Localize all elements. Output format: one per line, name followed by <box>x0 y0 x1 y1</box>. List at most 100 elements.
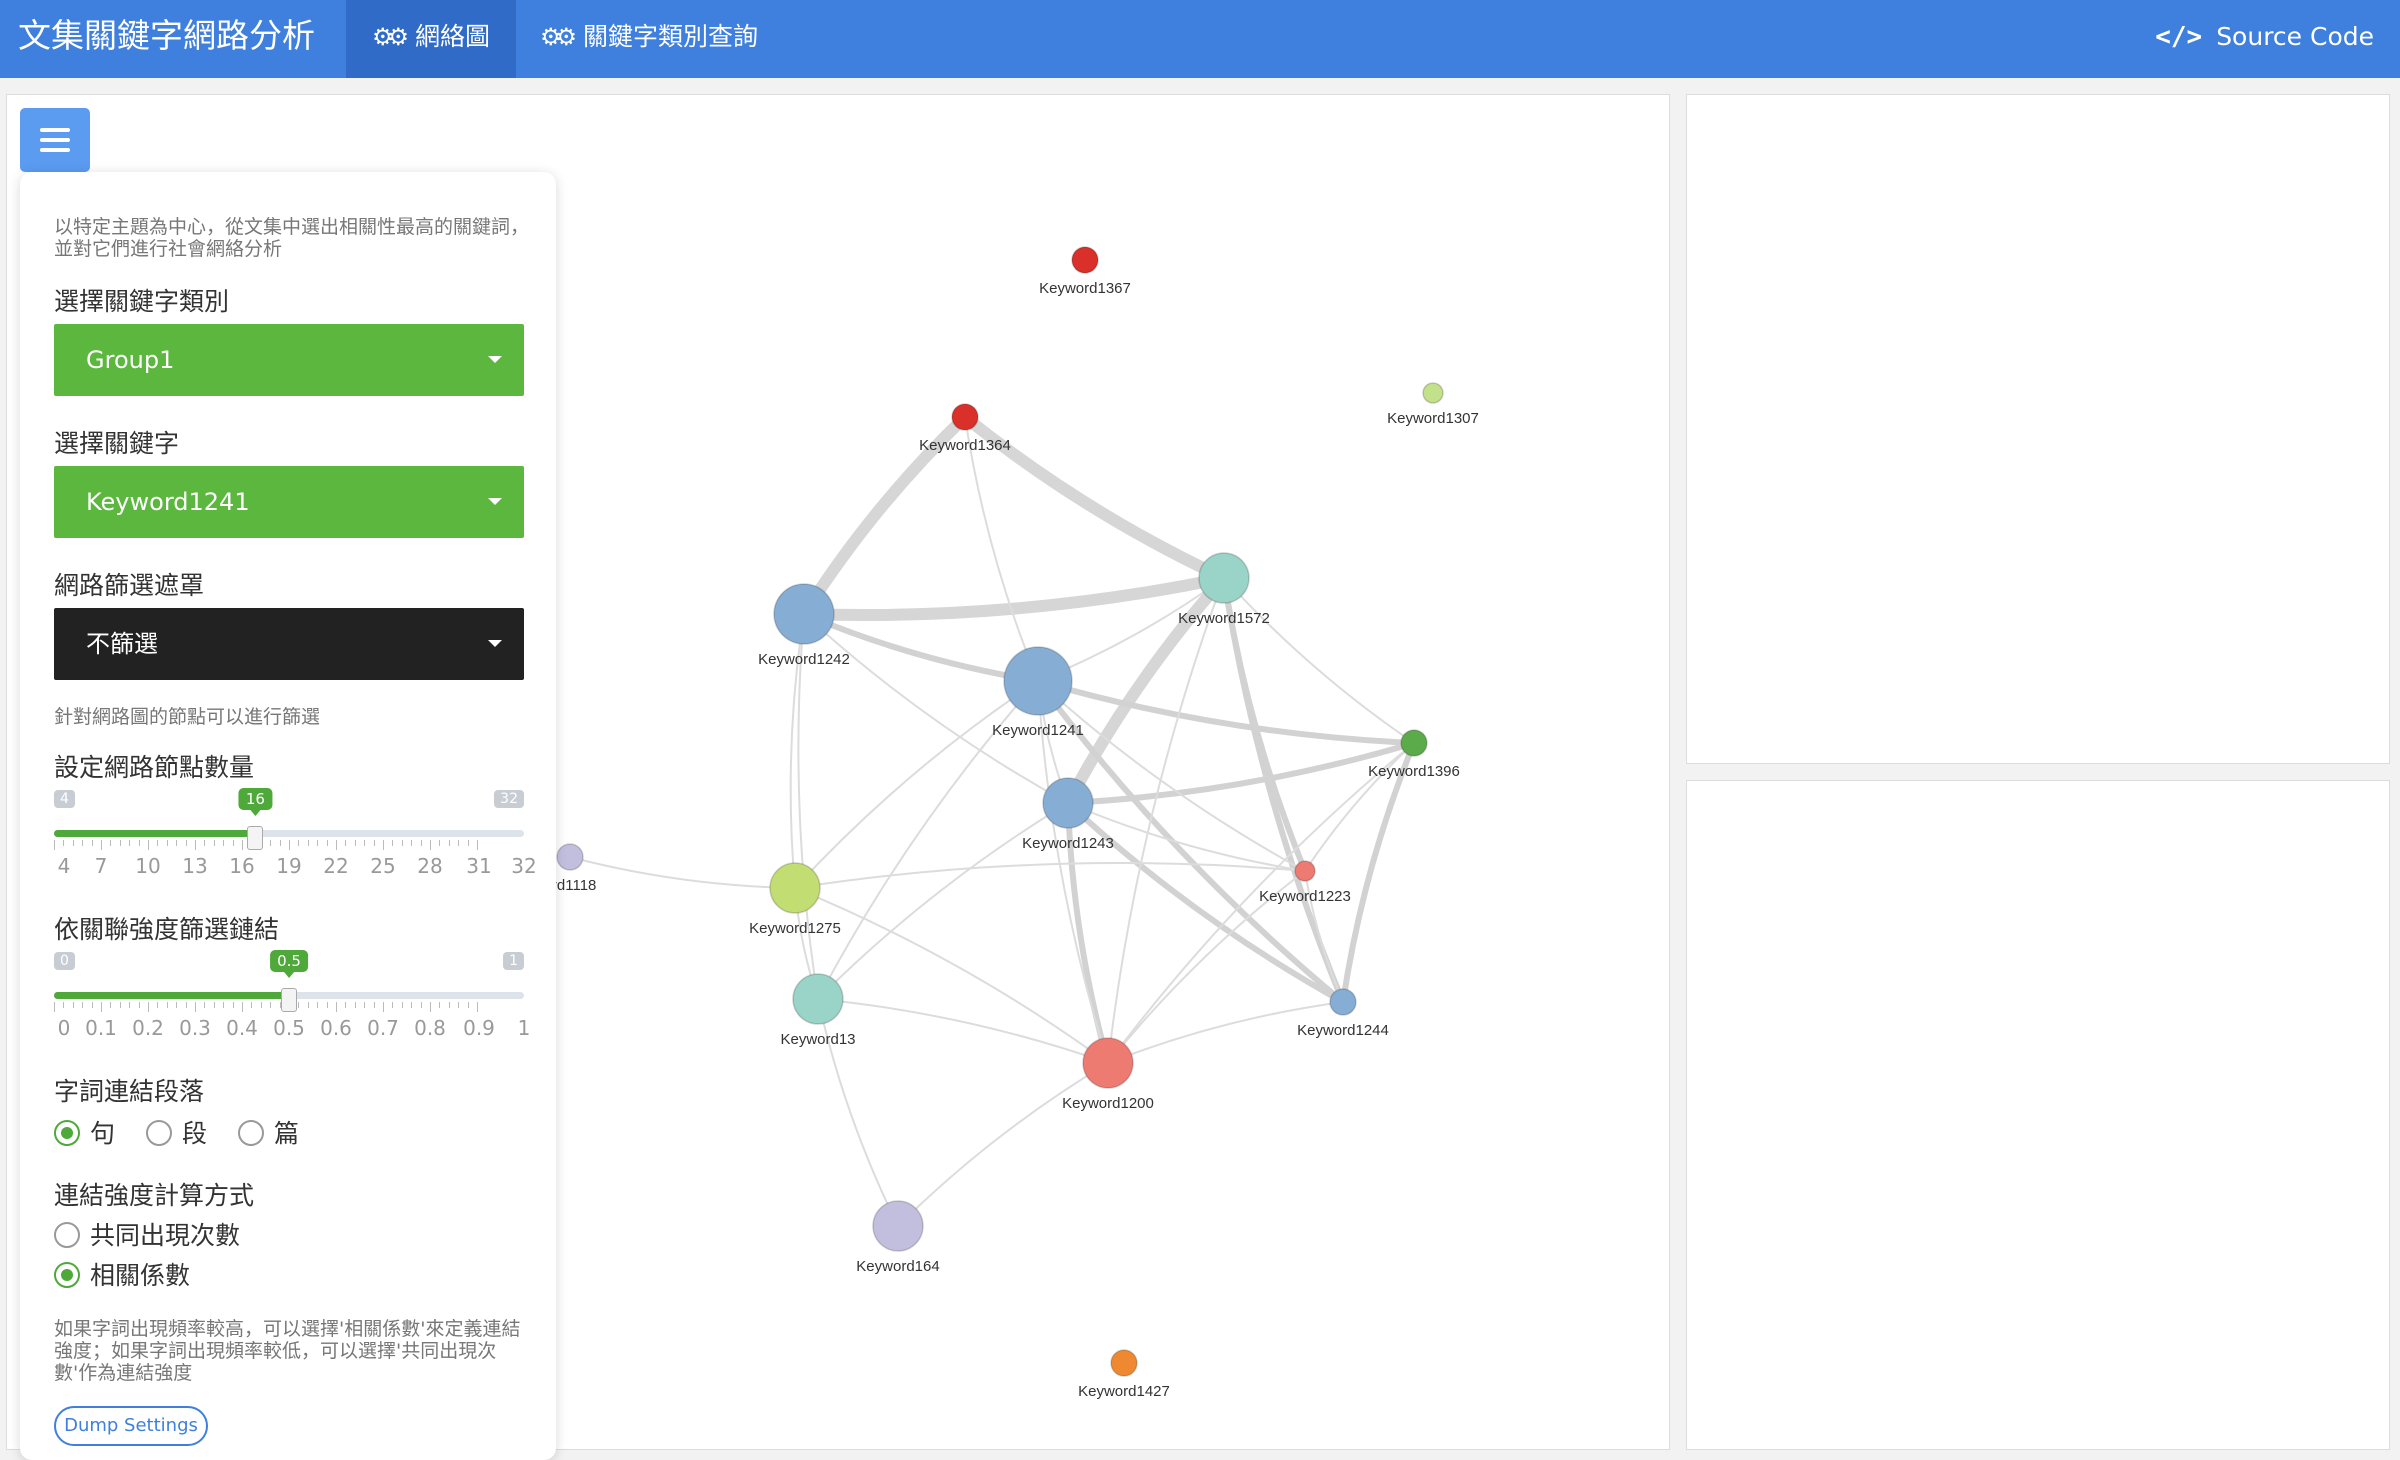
tab-keyword-category-query[interactable]: ⚙⚙關鍵字類別查詢 <box>514 0 784 78</box>
sidebar-toggle-button[interactable] <box>20 108 90 172</box>
network-edge[interactable] <box>1340 740 1417 1005</box>
network-graph[interactable]: Keyword1367Keyword1307Keyword1364Keyword… <box>7 95 1671 1451</box>
slider-tick <box>260 1002 262 1008</box>
tab-network-graph[interactable]: ⚙⚙網絡圖 <box>346 0 517 78</box>
slider-tick-label: 0.8 <box>414 1016 446 1040</box>
network-node[interactable] <box>556 843 584 871</box>
network-edge[interactable] <box>1037 680 1306 872</box>
radio-button[interactable] <box>238 1120 264 1146</box>
right-bottom-panel <box>1686 780 2390 1450</box>
network-edge[interactable] <box>798 572 1230 622</box>
network-edge[interactable] <box>1107 1001 1344 1064</box>
network-edge[interactable] <box>1107 742 1415 1064</box>
network-edge[interactable] <box>817 998 899 1227</box>
network-edge[interactable] <box>1062 572 1230 809</box>
slider-tick <box>129 840 131 846</box>
mask-select[interactable]: 不篩選 <box>54 608 524 680</box>
network-edge[interactable] <box>794 862 1306 889</box>
network-node[interactable] <box>872 1200 924 1252</box>
network-node[interactable] <box>1198 552 1250 604</box>
slider-tick <box>420 840 422 846</box>
network-edge[interactable] <box>789 613 805 889</box>
slider-tick <box>223 840 225 846</box>
network-edge[interactable] <box>1065 800 1111 1066</box>
network-node[interactable] <box>1110 1349 1138 1377</box>
network-node[interactable] <box>792 973 844 1025</box>
network-node[interactable] <box>1042 777 1094 829</box>
network-node[interactable] <box>773 583 835 645</box>
method-option-label: 共同出現次數 <box>90 1221 241 1250</box>
slider-tick <box>148 840 149 850</box>
network-edge[interactable] <box>1065 800 1346 1005</box>
slider-tick-label: 0.6 <box>320 1016 352 1040</box>
method-option-correlation[interactable]: 相關係數 <box>54 1256 190 1292</box>
segment-option-article[interactable]: 篇 <box>238 1114 299 1150</box>
network-node[interactable] <box>951 403 979 431</box>
slider-tick <box>364 840 366 846</box>
network-edge[interactable] <box>1035 678 1417 746</box>
network-node[interactable] <box>1082 1037 1134 1089</box>
slider-tick <box>110 1002 112 1008</box>
network-edge[interactable] <box>569 856 796 889</box>
network-edge[interactable] <box>897 1062 1109 1227</box>
slider-tick <box>54 1002 55 1012</box>
slider-tick <box>383 1002 384 1012</box>
source-code-link[interactable]: </>Source Code <box>2129 0 2400 78</box>
network-edge[interactable] <box>817 680 1039 1000</box>
network-edge[interactable] <box>1221 575 1308 874</box>
network-edge[interactable] <box>798 411 971 620</box>
slider-handle[interactable] <box>247 826 264 850</box>
top-navbar: 文集關鍵字網路分析 ⚙⚙網絡圖 ⚙⚙關鍵字類別查詢 </>Source Code <box>0 0 2400 78</box>
slider-tick <box>354 1002 356 1008</box>
slider-tick <box>383 840 384 850</box>
network-node[interactable] <box>1003 646 1073 716</box>
slider-handle[interactable] <box>281 988 297 1012</box>
segment-option-paragraph[interactable]: 段 <box>146 1114 207 1150</box>
network-edge[interactable] <box>1067 802 1306 872</box>
network-node[interactable] <box>1071 246 1099 274</box>
network-edge[interactable] <box>1107 870 1306 1064</box>
network-node-label: Keyword1364 <box>919 437 1011 454</box>
category-select[interactable]: Group1 <box>54 324 524 396</box>
network-edge[interactable] <box>1035 678 1346 1005</box>
network-edge[interactable] <box>1037 680 1109 1064</box>
network-edge[interactable] <box>1223 577 1415 744</box>
radio-button[interactable] <box>146 1120 172 1146</box>
network-edge[interactable] <box>1304 870 1344 1003</box>
network-node-label: Keyword164 <box>856 1258 939 1275</box>
method-option-label: 相關係數 <box>90 1261 191 1290</box>
network-edge[interactable] <box>803 613 1069 804</box>
keyword-select[interactable]: Keyword1241 <box>54 466 524 538</box>
network-node[interactable] <box>1400 729 1428 757</box>
network-node[interactable] <box>1294 860 1316 882</box>
slider-track[interactable] <box>54 830 524 837</box>
radio-button[interactable] <box>54 1222 80 1248</box>
dump-settings-button[interactable]: Dump Settings <box>54 1406 208 1446</box>
slider-tick <box>458 840 460 846</box>
network-edge[interactable] <box>817 998 1109 1064</box>
network-edge[interactable] <box>801 611 1041 684</box>
network-node[interactable] <box>1422 382 1444 404</box>
network-edge[interactable] <box>794 680 1039 889</box>
segment-option-sentence[interactable]: 句 <box>54 1114 115 1150</box>
slider-tick <box>213 1002 215 1008</box>
slider-tick <box>185 840 187 846</box>
network-edge[interactable] <box>1107 577 1225 1064</box>
network-edge[interactable] <box>964 416 1039 682</box>
network-edge[interactable] <box>794 887 1109 1064</box>
network-node[interactable] <box>1329 988 1357 1016</box>
network-node[interactable] <box>769 862 821 914</box>
network-edge[interactable] <box>817 802 1069 1000</box>
network-edge[interactable] <box>797 613 819 1000</box>
network-node-label: Keyword1572 <box>1178 610 1270 627</box>
radio-button[interactable] <box>54 1262 80 1288</box>
network-edge[interactable] <box>1304 742 1415 872</box>
method-option-cooccurrence[interactable]: 共同出現次數 <box>54 1216 240 1252</box>
network-edge[interactable] <box>1065 740 1417 806</box>
network-edge[interactable] <box>959 411 1230 584</box>
gears-icon: ⚙⚙ <box>540 23 577 51</box>
radio-button[interactable] <box>54 1120 80 1146</box>
slider-tick <box>373 1002 375 1008</box>
